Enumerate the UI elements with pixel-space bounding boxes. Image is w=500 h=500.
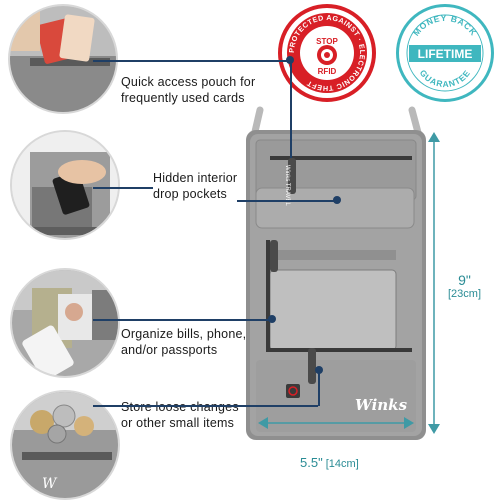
pointer-line-2	[93, 187, 153, 189]
feature-text-card-pouch: Quick access pouch for frequently used c…	[121, 74, 255, 106]
pointer-dot-3	[268, 315, 276, 323]
width-dimension-arrow	[258, 417, 414, 429]
rfid-label-text: RFID	[318, 67, 337, 76]
feature-3-line-2: and/or passports	[121, 343, 218, 357]
feature-1-line-2: frequently used cards	[121, 91, 245, 105]
feature-4-line-1: Store loose changes	[121, 400, 239, 414]
pointer-line-4-rise	[318, 370, 320, 406]
pointer-line-1-drop	[290, 60, 292, 158]
neck-wallet-illustration	[246, 106, 426, 440]
pointer-line-2b	[237, 200, 337, 202]
guarantee-center-text: LIFETIME	[418, 47, 473, 61]
card-pouch-photo	[8, 4, 118, 114]
height-dimension-label: 9" [23cm]	[448, 272, 481, 300]
pointer-line-3	[93, 319, 271, 321]
feature-text-coins: Store loose changes or other small items	[121, 399, 239, 431]
height-cm: [23cm]	[448, 288, 482, 300]
rfid-badge: PROTECTED AGAINST · ELECTRONIC THEFT STO…	[278, 4, 376, 102]
pointer-line-4	[93, 405, 318, 407]
svg-text:W: W	[42, 476, 58, 492]
feature-2-line-1: Hidden interior	[153, 171, 238, 185]
rfid-stop-text: STOP	[316, 37, 338, 46]
feature-text-hidden-pockets: Hidden interior drop pockets	[153, 170, 237, 202]
feature-3-line-1: Organize bills, phone,	[121, 327, 247, 341]
feature-2-line-2: drop pockets	[153, 187, 227, 201]
hidden-pocket-photo	[10, 130, 120, 240]
feature-text-bills-phone: Organize bills, phone, and/or passports	[121, 326, 246, 358]
height-inches: 9"	[458, 272, 471, 288]
coins-photo: W	[10, 390, 120, 500]
height-dimension-arrow	[428, 132, 440, 434]
pointer-line-1	[93, 60, 293, 62]
svg-text:MONEY BACK: MONEY BACK	[411, 13, 479, 38]
width-inches: 5.5"	[300, 455, 323, 470]
guarantee-top-text: MONEY BACK	[411, 13, 478, 38]
width-dimension-label: 5.5" [14cm]	[300, 455, 359, 470]
width-cm: [14cm]	[325, 458, 359, 470]
guarantee-badge: MONEY BACK LIFETIME GUARANTEE	[396, 4, 494, 102]
feature-1-line-1: Quick access pouch for	[121, 75, 256, 89]
brand-logo: Winks	[355, 396, 408, 414]
pointer-dot-2	[333, 196, 341, 204]
feature-4-line-2: or other small items	[121, 416, 235, 430]
bills-phone-photo	[10, 268, 120, 378]
